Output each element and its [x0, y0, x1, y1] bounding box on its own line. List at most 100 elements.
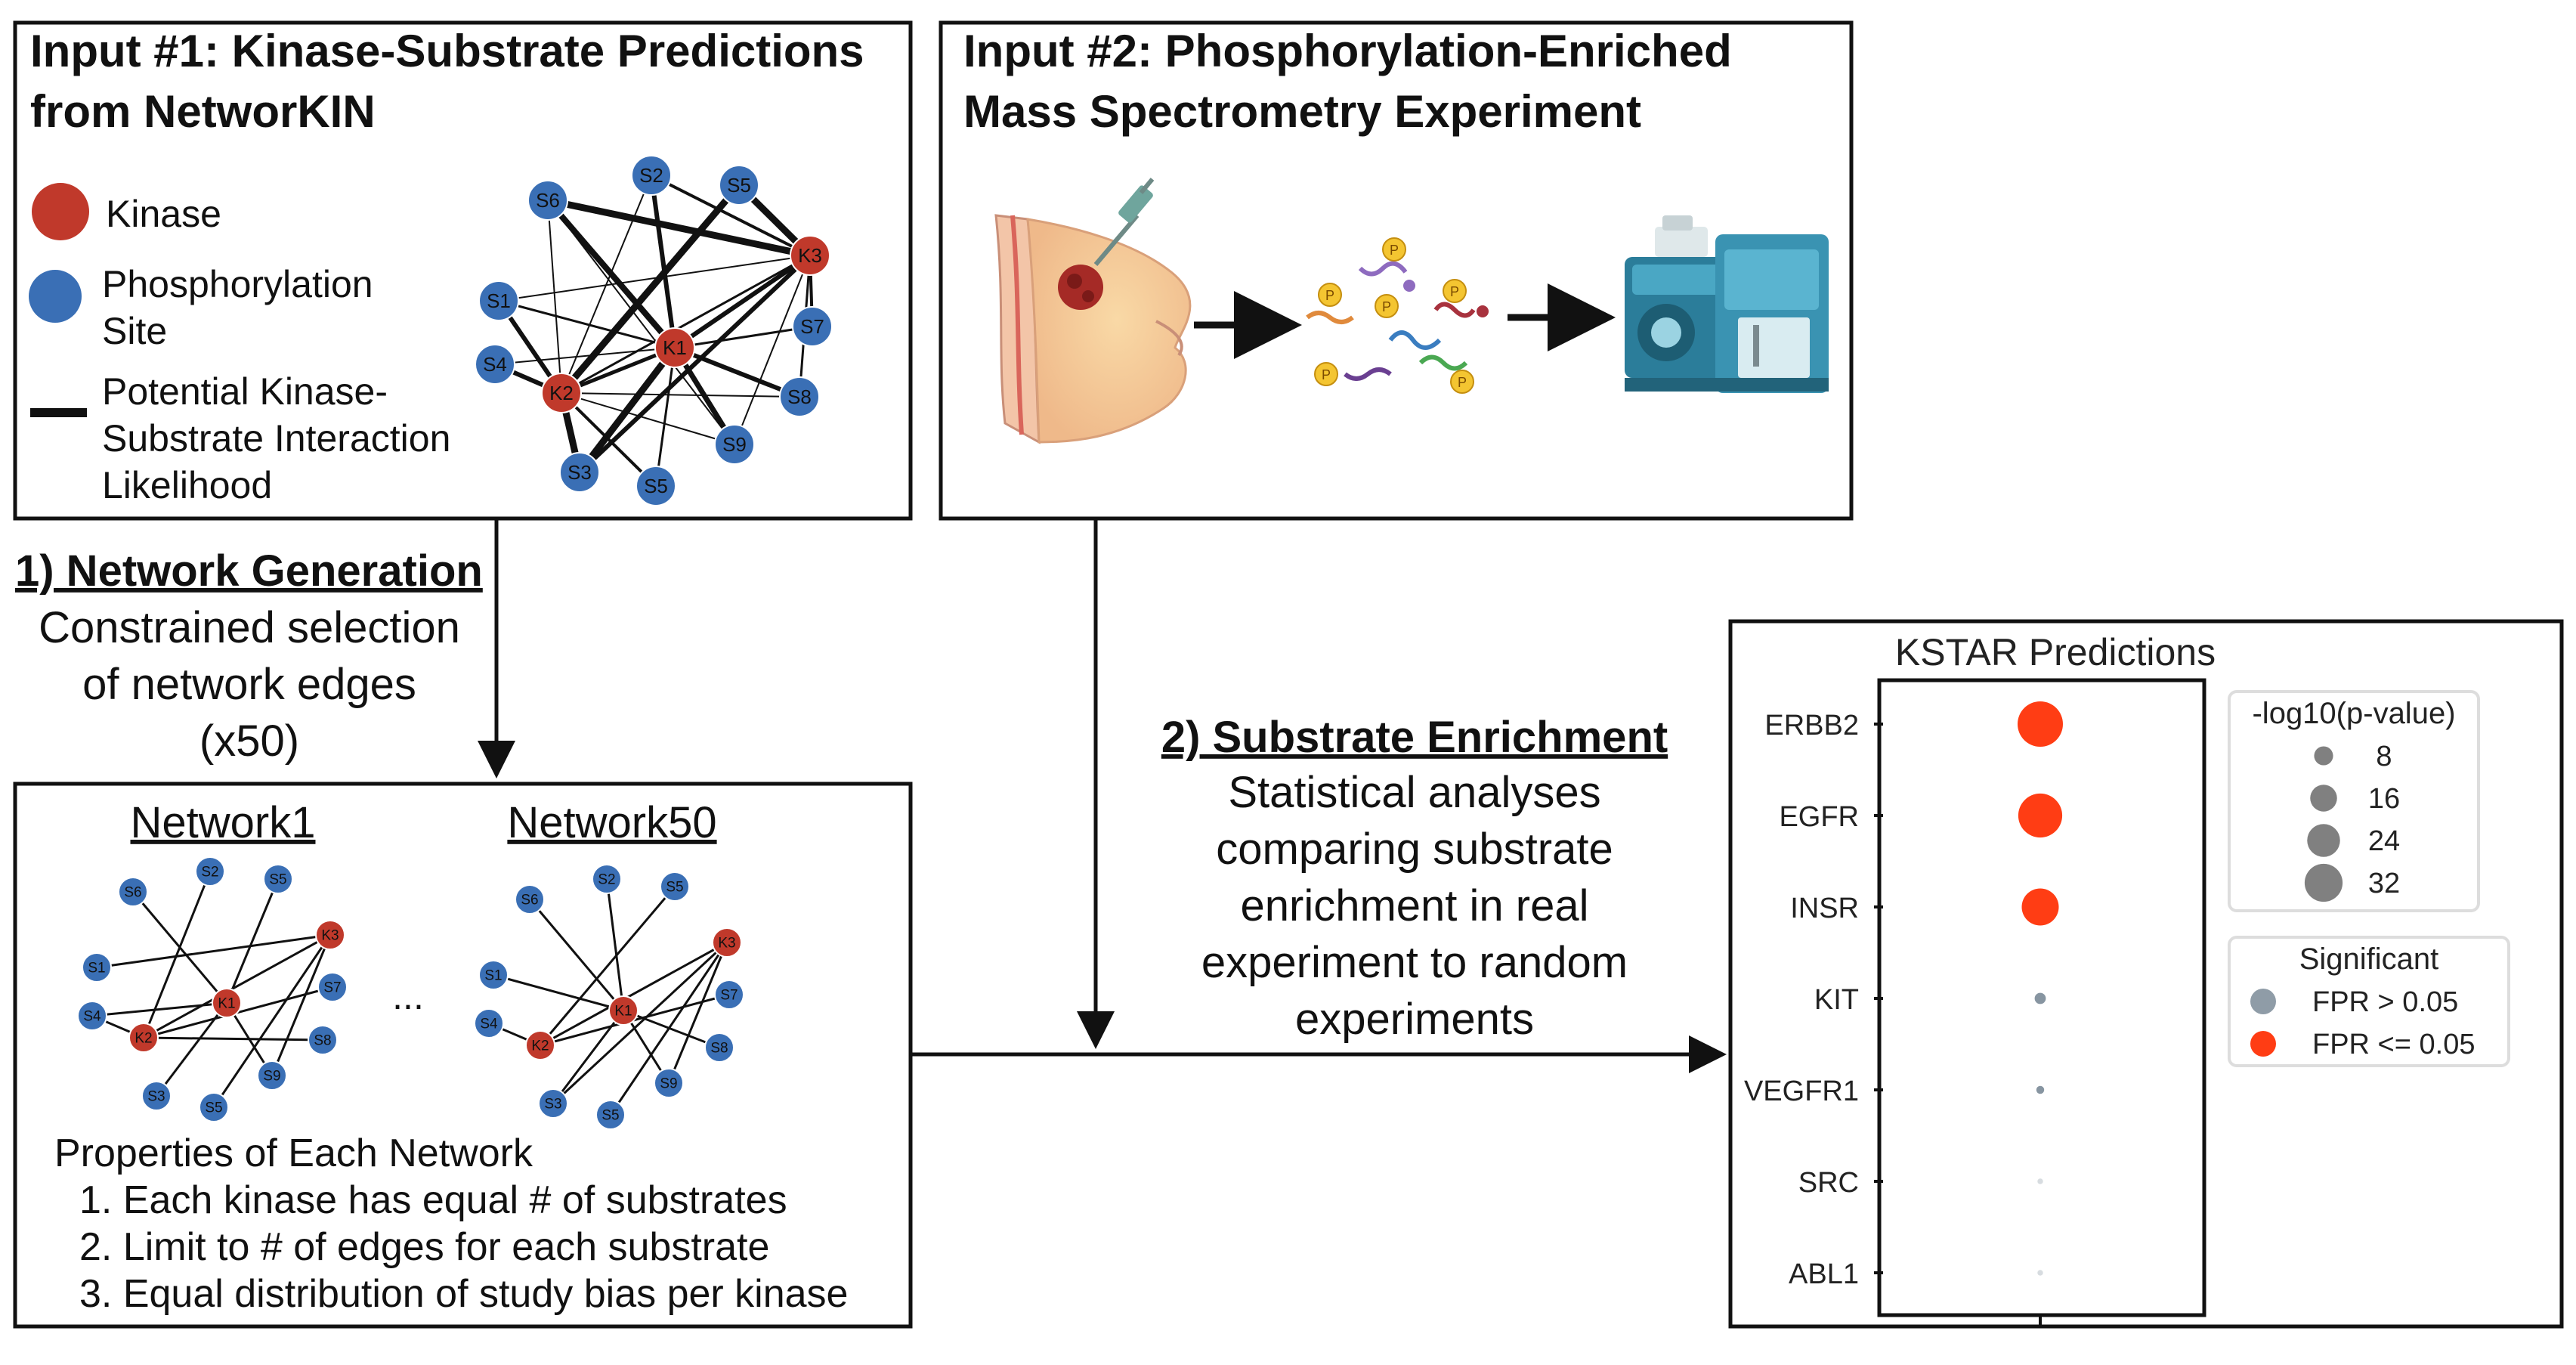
y-tick-label: VEGFR1: [1744, 1076, 1859, 1107]
y-tick-label: SRC: [1798, 1167, 1859, 1199]
size-legend-label: 24: [2368, 825, 2400, 857]
main-node-label: S2: [639, 164, 663, 187]
y-tick-label: INSR: [1790, 893, 1859, 924]
network50-edge: [552, 1010, 625, 1104]
step1-line3: (x50): [199, 717, 299, 766]
network50-node-label: S7: [720, 988, 738, 1004]
color-legend-box: [2228, 936, 2510, 1067]
main-edge: [561, 254, 811, 395]
main-node-label: S7: [800, 315, 824, 338]
network50-edge: [528, 899, 625, 1011]
color-legend-marker: [2250, 989, 2276, 1014]
network50-edge: [605, 878, 625, 1011]
main-node-label: S6: [536, 189, 560, 212]
network1-node-s1: [82, 952, 112, 983]
network1-node-label: K3: [321, 928, 339, 944]
main-node-s2: [631, 155, 672, 196]
phospho-marker-label: P: [1382, 299, 1391, 314]
network1-node-label: S1: [88, 961, 105, 977]
network50-edge: [540, 941, 728, 1047]
step1-line1: Constrained selection: [39, 603, 460, 652]
chart-title: KSTAR Predictions: [1895, 631, 2216, 673]
network1-node-label: S9: [263, 1069, 280, 1085]
step2-line3: enrichment in real: [1241, 881, 1589, 930]
main-edge: [561, 175, 652, 394]
legend-edge-label-line1: Potential Kinase-: [102, 370, 388, 413]
main-node-label: S3: [567, 461, 592, 484]
main-node-s5: [719, 165, 759, 206]
main-node-s1: [478, 280, 519, 321]
network50-node-s1: [478, 960, 509, 990]
network50-node-label: S4: [480, 1017, 498, 1032]
main-edge: [558, 183, 742, 395]
network50-label: Network50: [507, 798, 716, 847]
network50-node-s5: [660, 871, 690, 902]
step1-line2: of network edges: [82, 660, 416, 709]
legend-site-swatch: [29, 270, 82, 323]
network50-node-label: S5: [601, 1108, 619, 1124]
main-edge: [673, 345, 801, 399]
network1-node-label: S7: [323, 980, 341, 996]
network1-node-label: S5: [205, 1100, 222, 1116]
y-tick-label: ABL1: [1789, 1258, 1859, 1290]
network50-node-label: S2: [598, 872, 615, 888]
dot-insr: [2021, 888, 2059, 926]
network1-node-s3: [141, 1081, 172, 1111]
network1-edge: [225, 878, 280, 1004]
properties-title: Properties of Each Network: [54, 1131, 533, 1175]
main-node-k1: [654, 327, 695, 368]
network50-node-s8: [704, 1032, 734, 1063]
main-edge: [547, 197, 811, 259]
main-node-s9: [714, 424, 755, 465]
dot-abl1: [2037, 1270, 2043, 1276]
network1-edge: [212, 934, 332, 1108]
step2-line1: Statistical analyses: [1228, 768, 1600, 817]
network1-node-k2: [128, 1023, 159, 1053]
network50-edge: [609, 942, 728, 1116]
network50-edge: [623, 1009, 720, 1049]
phospho-marker-icon: [1443, 279, 1467, 303]
network1-label: Network1: [131, 798, 316, 847]
network50-node-k2: [525, 1030, 555, 1060]
main-edge: [674, 325, 813, 349]
y-tick-label: ERBB2: [1764, 710, 1859, 741]
network50-node-k1: [608, 995, 639, 1026]
legend-site-label-line2: Site: [102, 310, 167, 352]
network50-node-label: S5: [666, 880, 683, 896]
main-node-label: S5: [727, 174, 751, 197]
main-node-label: S9: [722, 433, 747, 456]
main-edge: [651, 174, 811, 257]
network1-node-s4: [77, 1001, 107, 1031]
main-edge: [673, 253, 812, 350]
phospho-marker-label: P: [1322, 367, 1331, 382]
network50-node-s7: [714, 980, 744, 1010]
main-edge: [650, 175, 676, 348]
network50-node-label: S3: [544, 1097, 561, 1113]
property-item-1: 1. Each kinase has equal # of substrates: [79, 1178, 787, 1222]
network1-node-label: S3: [147, 1089, 165, 1105]
dot-src: [2037, 1178, 2043, 1184]
size-legend-marker: [2310, 785, 2337, 812]
network1-node-label: S8: [314, 1033, 331, 1049]
network50-edge: [552, 941, 728, 1105]
network1-node-s2: [195, 856, 225, 887]
panel2-title-line2: Mass Spectrometry Experiment: [963, 86, 1641, 137]
network1-node-s7: [317, 972, 348, 1002]
network1-node-label: K1: [218, 996, 235, 1012]
breast-tissue-illustration: [994, 178, 1192, 444]
network1-node-label: S2: [201, 865, 218, 881]
main-node-s8: [779, 376, 820, 417]
network50-node-label: K2: [531, 1038, 549, 1054]
network50-node-label: S9: [660, 1076, 677, 1092]
network1-node-s6: [118, 877, 148, 907]
phospho-marker-icon: [1375, 294, 1399, 318]
network50-node-label: S1: [484, 968, 502, 984]
network50-node-label: S6: [521, 893, 538, 908]
main-edge: [561, 392, 735, 445]
dot-erbb2: [2018, 701, 2063, 747]
dot-kit: [2034, 992, 2046, 1004]
panel1-title-line2: from NetworKIN: [30, 86, 376, 137]
